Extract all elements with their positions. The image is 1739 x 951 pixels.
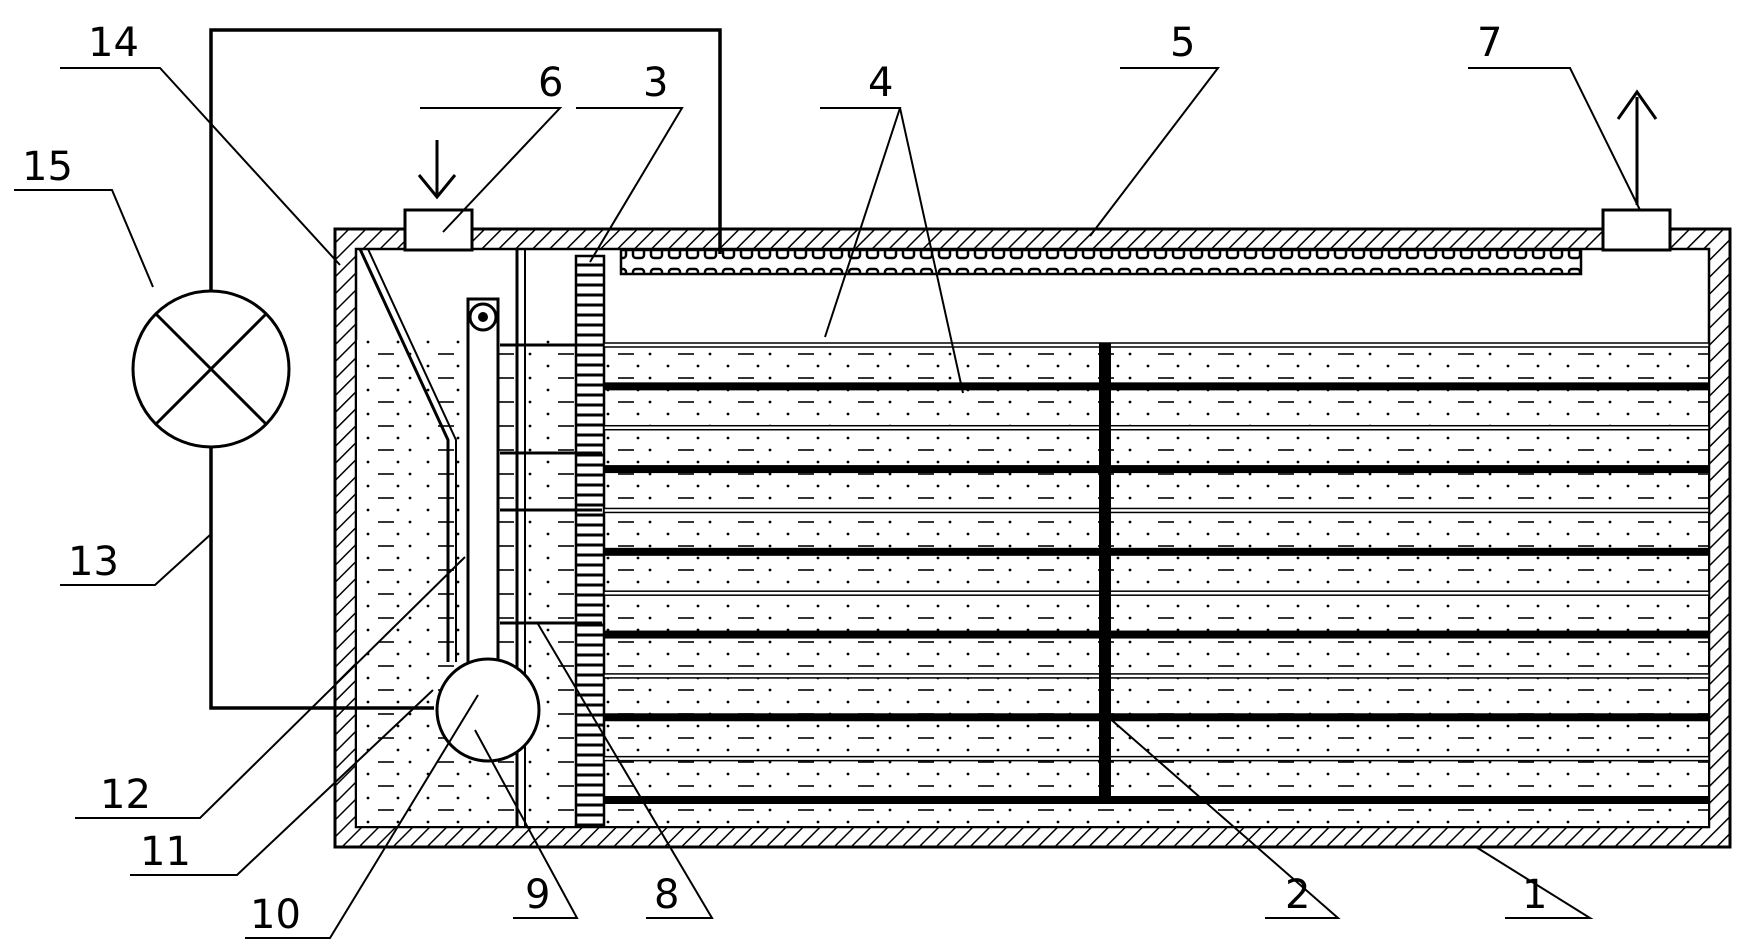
top-electrode-chain: [619, 248, 1583, 276]
label-10: 10: [250, 892, 301, 938]
screen-grate: [574, 254, 606, 828]
label-4: 4: [868, 60, 893, 106]
inlet-arrow-icon: [417, 174, 457, 200]
label-15: 15: [22, 144, 73, 190]
conveyor-belt: [466, 297, 500, 686]
electrode-plate: [604, 630, 1709, 639]
label-1: 1: [1522, 872, 1547, 918]
main-liquid-region: [604, 345, 1708, 826]
label-3: 3: [643, 60, 668, 106]
electrode-plate: [604, 547, 1709, 556]
electrode-plate: [604, 465, 1709, 474]
label-5: 5: [1170, 20, 1195, 66]
middle-liquid-region: [520, 340, 574, 826]
inlet-pipe: [403, 208, 474, 252]
electrode-plate: [604, 382, 1709, 391]
label-8: 8: [654, 872, 679, 918]
label-2: 2: [1285, 872, 1310, 918]
label-14: 14: [88, 20, 139, 66]
electrode-plate: [603, 507, 1710, 514]
electrode-plate: [604, 796, 1709, 804]
electrode-plate: [603, 342, 1710, 348]
scraper-rod: [358, 248, 450, 662]
label-9: 9: [525, 872, 550, 918]
electrode-plate: [603, 673, 1710, 679]
label-13: 13: [68, 539, 119, 585]
outlet-pipe: [1601, 208, 1672, 252]
vertical-support-bar: [1099, 343, 1111, 799]
label-6: 6: [538, 60, 563, 106]
electrode-plate: [604, 713, 1709, 722]
leader-lines: [14, 67, 1641, 939]
label-7: 7: [1477, 20, 1502, 66]
electrode-plate: [603, 590, 1710, 596]
label-11: 11: [140, 829, 191, 875]
electrode-plates: [603, 342, 1710, 804]
power-wire: [209, 28, 722, 710]
outlet-arrow-icon: [1616, 89, 1658, 120]
scraper-wheel: [435, 657, 541, 763]
electrode-plate: [603, 424, 1710, 431]
label-12: 12: [100, 772, 151, 818]
